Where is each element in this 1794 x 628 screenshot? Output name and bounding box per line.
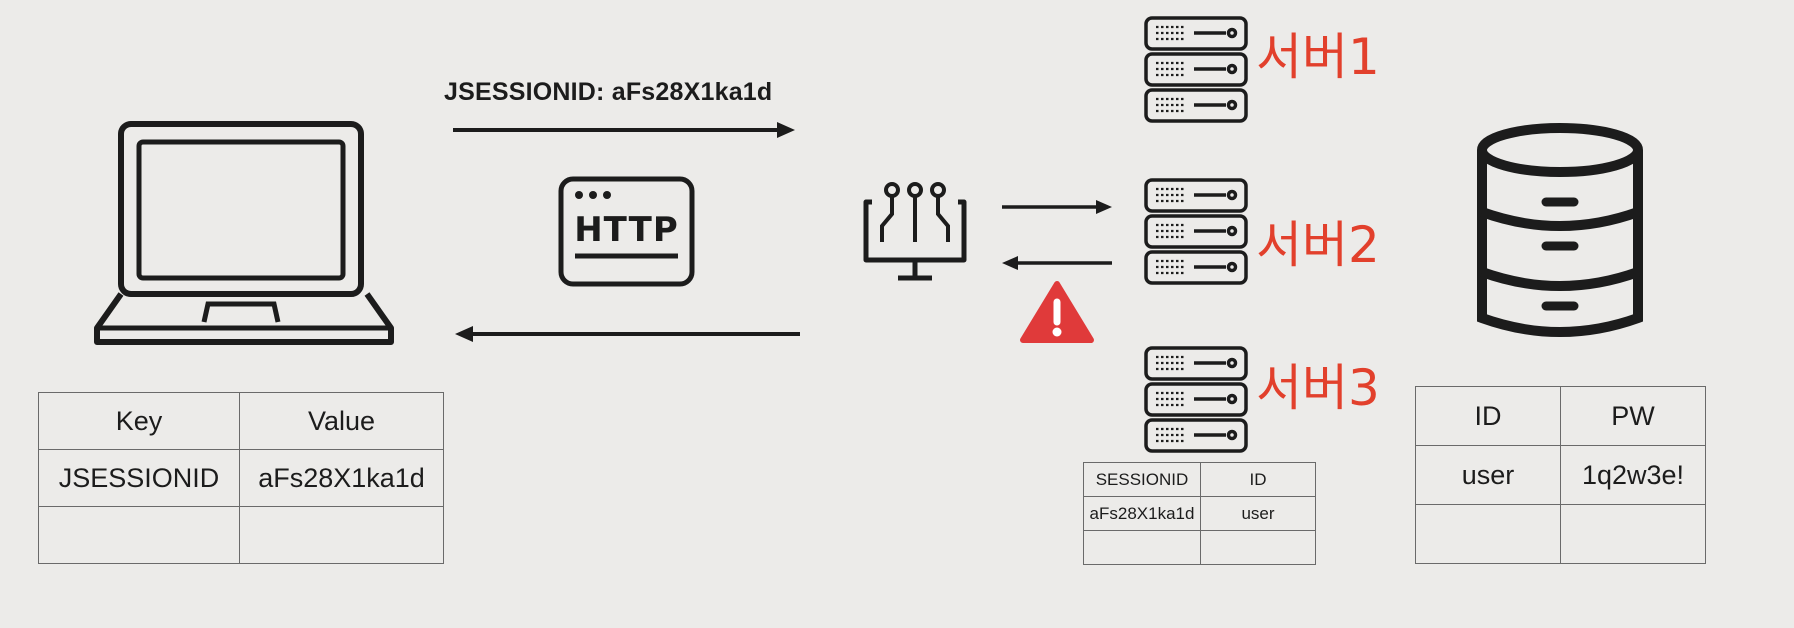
server-1-label: 서버1 (1256, 28, 1380, 86)
table-cell (1083, 530, 1201, 565)
table-cell (38, 506, 240, 564)
server-icon (1144, 16, 1248, 123)
server-icon (1144, 178, 1248, 285)
table-cell: user (1415, 445, 1561, 505)
forward-arrow (1002, 200, 1112, 214)
table-header-row: ID PW (1415, 386, 1706, 446)
table-header-cell: PW (1560, 386, 1706, 446)
table-cell (239, 506, 444, 564)
table-row: user 1q2w3e! (1415, 445, 1706, 505)
request-arrow (453, 122, 795, 138)
request-cookie-label: JSESSIONID: aFs28X1ka1d (444, 78, 773, 106)
table-header-cell: Key (38, 392, 240, 450)
server-2-label: 서버2 (1256, 216, 1380, 274)
table-row (38, 506, 444, 564)
warning-icon (1020, 281, 1094, 343)
database-icon (1477, 123, 1643, 337)
table-header-cell: Value (239, 392, 444, 450)
session-table: SESSIONID ID aFs28X1ka1d user (1083, 462, 1316, 565)
table-cell (1415, 504, 1561, 564)
response-arrow (455, 326, 800, 342)
table-cell (1560, 504, 1706, 564)
table-header-cell: ID (1415, 386, 1561, 446)
client-cookie-table: Key Value JSESSIONID aFs28X1ka1d (38, 392, 444, 564)
table-header-cell: SESSIONID (1083, 462, 1201, 497)
table-cell: aFs28X1ka1d (1083, 496, 1201, 531)
server-3-label: 서버3 (1256, 359, 1380, 417)
return-arrow (1002, 256, 1112, 270)
table-cell: user (1200, 496, 1316, 531)
laptop-icon (94, 121, 394, 345)
table-cell: aFs28X1ka1d (239, 449, 444, 507)
table-header-row: Key Value (38, 392, 444, 450)
table-cell: JSESSIONID (38, 449, 240, 507)
http-badge-label: HTTP (574, 210, 679, 250)
load-balancer-icon (863, 182, 967, 281)
table-header-row: SESSIONID ID (1083, 462, 1316, 497)
table-header-cell: ID (1200, 462, 1316, 497)
user-table: ID PW user 1q2w3e! (1415, 386, 1706, 564)
table-cell: 1q2w3e! (1560, 445, 1706, 505)
server-icon (1144, 346, 1248, 453)
table-row: aFs28X1ka1d user (1083, 496, 1316, 531)
table-row (1083, 530, 1316, 565)
table-row: JSESSIONID aFs28X1ka1d (38, 449, 444, 507)
table-row (1415, 504, 1706, 564)
table-cell (1200, 530, 1316, 565)
http-icon: HTTP (558, 176, 695, 287)
